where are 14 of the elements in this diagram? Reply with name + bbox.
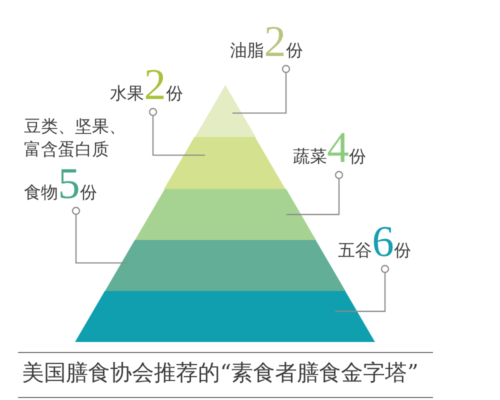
- leader-line: [148, 108, 206, 156]
- food-group-label: 油脂2份: [230, 20, 303, 64]
- food-group-label: 五谷6份: [338, 220, 411, 264]
- caption: 美国膳食协会推荐的“素食者膳食金字塔”: [22, 361, 418, 388]
- leader-line: [335, 264, 390, 312]
- food-group-label: 豆类、坚果、富含蛋白质食物5份: [24, 116, 126, 206]
- pyramid-tier: [75, 291, 375, 342]
- food-group-label: 蔬菜4份: [293, 126, 366, 170]
- food-group-label: 水果2份: [110, 63, 183, 107]
- leader-line: [232, 64, 290, 114]
- leader-line: [286, 170, 344, 216]
- pyramid-tier: [134, 189, 316, 240]
- pyramid-tier: [164, 137, 286, 189]
- leader-line: [72, 206, 128, 264]
